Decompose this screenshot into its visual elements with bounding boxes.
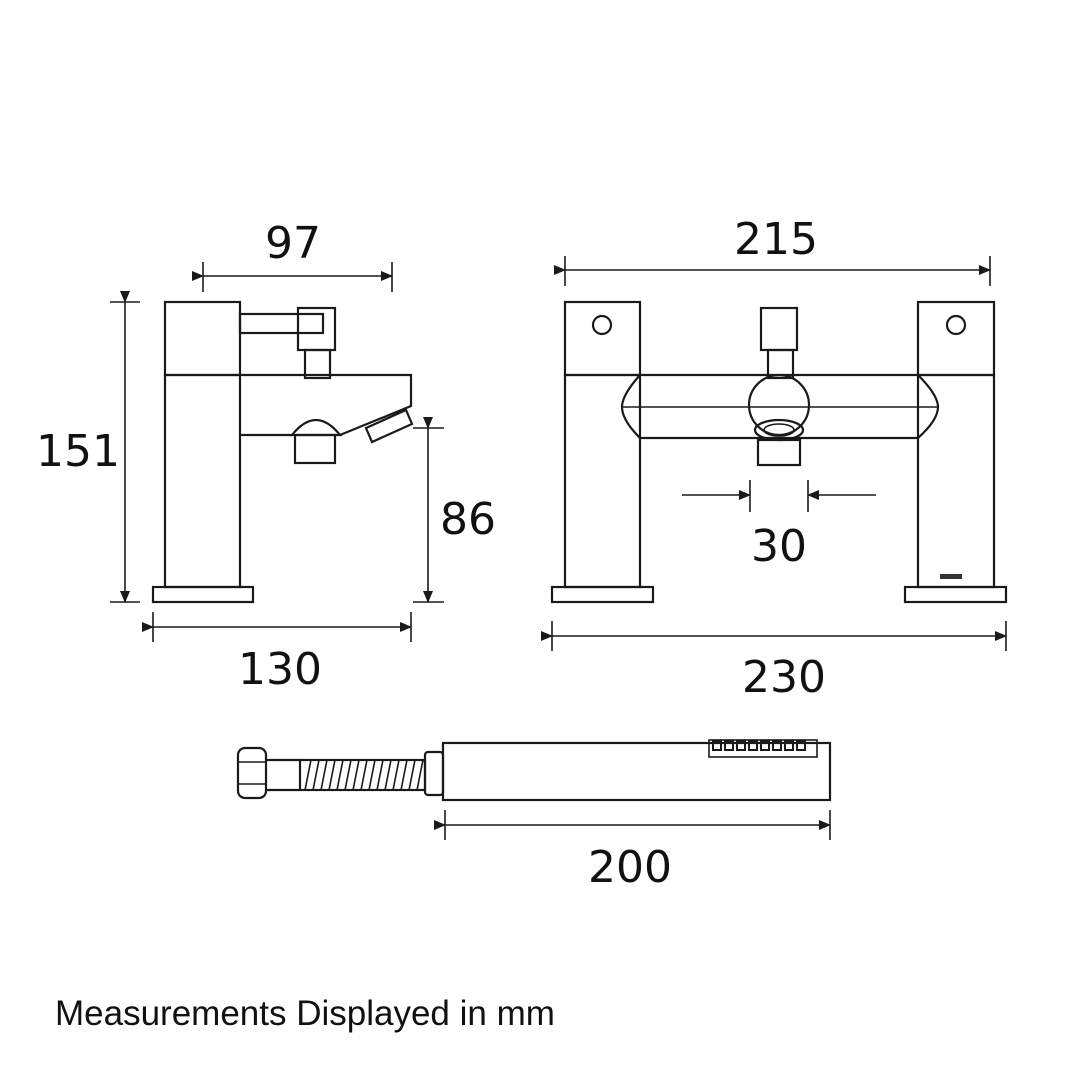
dimension-label: 30 xyxy=(751,521,807,572)
dimension-215: 215 xyxy=(554,214,991,286)
dimension-label: 230 xyxy=(742,652,826,703)
measurement-units-caption: Measurements Displayed in mm xyxy=(55,994,555,1033)
dimension-130: 130 xyxy=(142,612,412,695)
dimension-97: 97 xyxy=(192,218,393,292)
hand-shower xyxy=(236,739,832,802)
dimension-label: 97 xyxy=(265,218,321,269)
dimension-label: 151 xyxy=(36,426,120,477)
dimension-label: 200 xyxy=(588,842,672,893)
side-view xyxy=(151,300,414,604)
dimension-86: 86 xyxy=(413,417,496,603)
front-view xyxy=(550,300,1008,604)
dimension-label: 215 xyxy=(734,214,818,265)
dimension-230: 230 xyxy=(541,621,1007,703)
dimension-30: 30 xyxy=(682,480,876,572)
dimension-151: 151 xyxy=(36,291,140,603)
dimension-label: 130 xyxy=(238,644,322,695)
dimension-200: 200 xyxy=(434,810,831,893)
dimension-label: 86 xyxy=(440,494,496,545)
